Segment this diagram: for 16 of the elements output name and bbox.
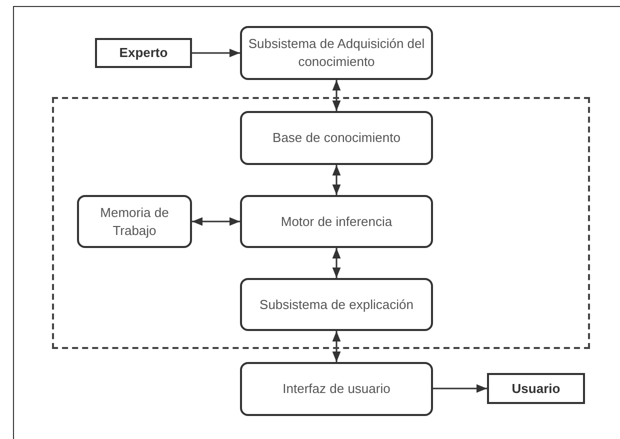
arrow bbox=[332, 165, 341, 195]
process-box: Base de conocimiento bbox=[240, 111, 433, 165]
arrow bbox=[192, 48, 240, 58]
arrow bbox=[332, 248, 341, 278]
process-box: Subsistema de Adquisición del conocimiento bbox=[240, 26, 433, 80]
arrow bbox=[192, 217, 240, 226]
arrow bbox=[332, 331, 341, 362]
process-box: Interfaz de usuario bbox=[240, 362, 433, 416]
process-box: Motor de inferencia bbox=[240, 195, 433, 248]
process-box: Subsistema de explicación bbox=[240, 278, 433, 331]
arrow bbox=[332, 80, 341, 111]
dashed-boundary bbox=[52, 97, 590, 349]
process-box: Memoria de Trabajo bbox=[77, 195, 192, 248]
arrow bbox=[433, 384, 487, 393]
actor-box: Experto bbox=[95, 38, 192, 68]
actor-box: Usuario bbox=[487, 373, 585, 404]
